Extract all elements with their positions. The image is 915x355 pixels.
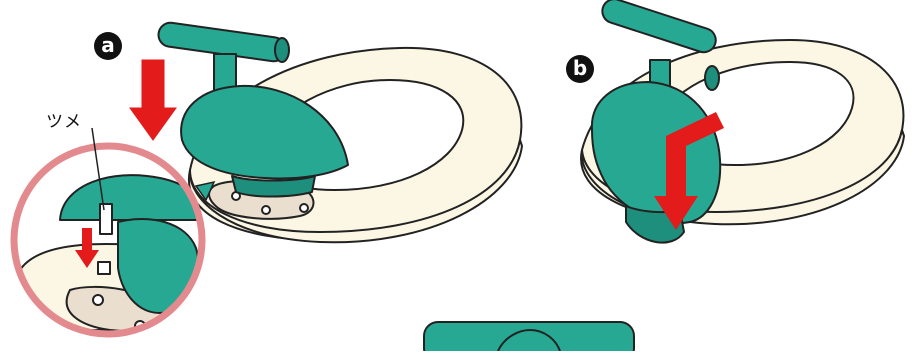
handle-bar-b <box>599 0 719 55</box>
handle-bar-c <box>424 322 634 351</box>
magnifier-callout <box>14 128 206 334</box>
step-a-badge: a <box>94 32 122 60</box>
figure-b <box>581 0 904 243</box>
clip-tab <box>100 204 112 234</box>
screw-icon <box>262 206 270 214</box>
down-arrow-icon <box>130 60 176 140</box>
claw-label: ツメ <box>46 107 82 132</box>
figure-a <box>157 21 522 242</box>
handle-bar-b-end <box>705 66 719 90</box>
magnified-guard-body <box>118 219 199 313</box>
clip-slot <box>98 262 110 274</box>
handle-bar-a-end <box>275 38 289 62</box>
figure-c <box>424 322 634 351</box>
screw-icon <box>300 204 308 212</box>
screw-icon <box>93 295 103 305</box>
step-b-badge: b <box>566 55 594 83</box>
